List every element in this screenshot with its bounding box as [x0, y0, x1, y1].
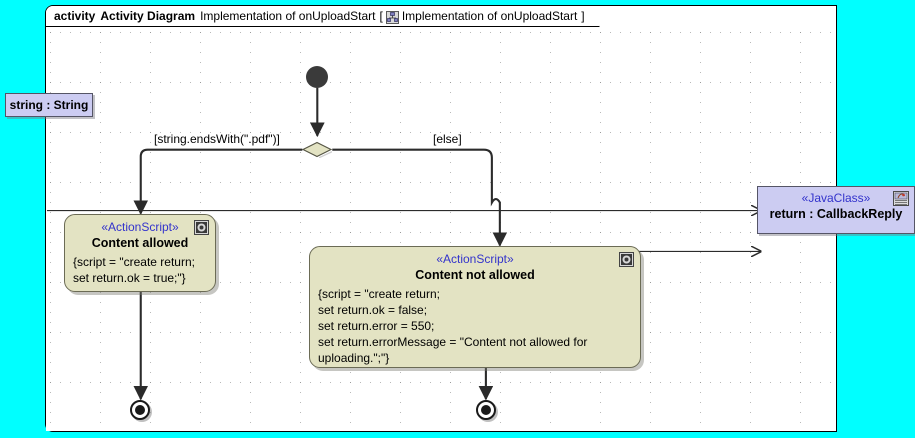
script-gear-icon — [194, 220, 209, 235]
initial-node[interactable] — [306, 66, 328, 88]
java-class-icon — [893, 191, 909, 206]
frame-grid-canvas: [string.endsWith(".pdf")] [else] «Action… — [46, 28, 836, 431]
frame-diagram-type: Activity Diagram — [100, 9, 196, 23]
action-node-content-allowed[interactable]: «ActionScript» Content allowed {script =… — [64, 214, 216, 292]
guard-label-pdf: [string.endsWith(".pdf")] — [154, 132, 280, 146]
frame-bracket-close: ] — [581, 9, 585, 23]
class-name: return : CallbackReply — [769, 207, 903, 221]
edge-decision-to-content-allowed — [133, 148, 303, 216]
action-body: {script = "create return; set return.ok … — [73, 255, 195, 285]
frame-kind-label: activity — [54, 9, 96, 23]
action-body: {script = "create return; set return.ok … — [318, 287, 588, 365]
activity-diagram-icon — [386, 11, 399, 24]
class-stereotype: «JavaClass» — [801, 191, 871, 205]
class-node-callback-reply[interactable]: «JavaClass» return : CallbackReply — [757, 186, 915, 234]
object-node-string[interactable]: string : String — [5, 93, 93, 117]
activity-final-node-left[interactable] — [130, 400, 150, 420]
action-name: Content not allowed — [415, 268, 535, 282]
activity-final-node-right[interactable] — [476, 400, 496, 420]
decision-node[interactable] — [301, 141, 333, 159]
edge-decision-to-content-not-allowed — [332, 148, 508, 247]
activity-frame: [string.endsWith(".pdf")] [else] «Action… — [45, 5, 837, 432]
action-stereotype: «ActionScript» — [436, 252, 514, 266]
frame-header: activity Activity Diagram Implementation… — [46, 6, 600, 27]
frame-name: Implementation of onUploadStart — [200, 9, 376, 23]
action-stereotype: «ActionScript» — [101, 220, 179, 234]
frame-parameter-label: Implementation of onUploadStart — [401, 9, 578, 23]
script-gear-icon — [619, 252, 634, 267]
guard-label-else: [else] — [433, 132, 462, 146]
frame-bracket-open: [ — [379, 9, 383, 23]
action-node-content-not-allowed[interactable]: «ActionScript» Content not allowed {scri… — [309, 246, 641, 368]
action-name: Content allowed — [91, 236, 189, 250]
